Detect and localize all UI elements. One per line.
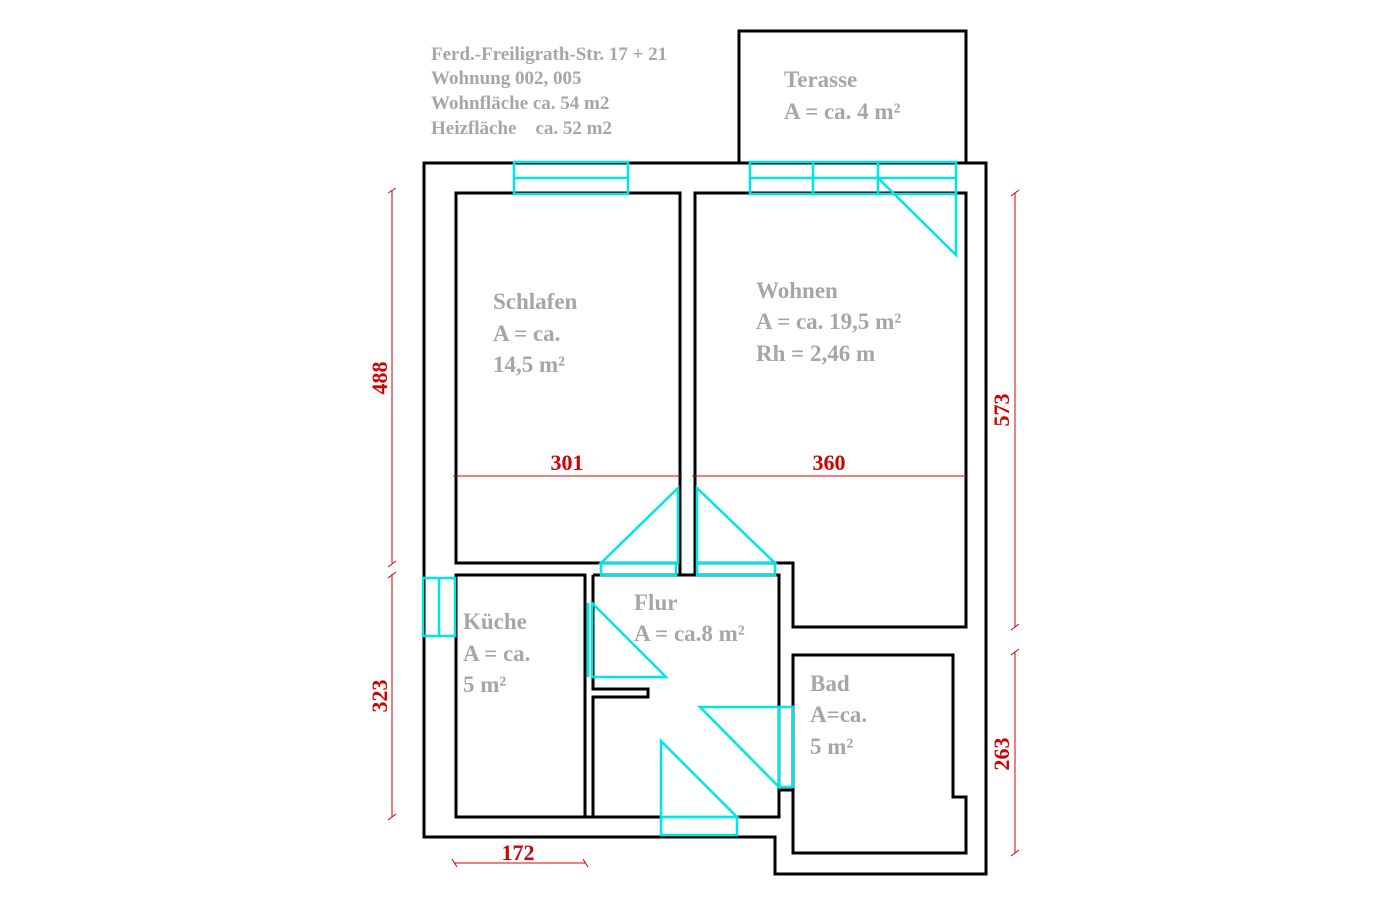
dim-tick-right-lower-top: [1010, 648, 1020, 656]
kueche-door: [590, 599, 670, 679]
terasse-outline: [737, 29, 968, 163]
flur-name: Flur: [634, 590, 677, 615]
walls: [422, 29, 988, 876]
dim-tick-left-upper-top: [387, 187, 397, 194]
terasse-area: A = ca. 4 m²: [784, 99, 901, 124]
info-apartment-number: Wohnung 002, 005: [431, 68, 581, 89]
kueche-area-line1: A = ca.: [463, 641, 530, 666]
dim-tick-kueche-right: [582, 858, 589, 868]
room-labels: Terasse A = ca. 4 m² Schlafen A = ca. 14…: [463, 67, 901, 759]
dim-right-upper-height: 573: [989, 394, 1014, 427]
dimension-labels: 301 360 172 488 323 573 263: [367, 362, 1014, 866]
dim-wohnen-width: 360: [813, 450, 846, 475]
dim-tick-left-lower-top: [387, 571, 397, 579]
bad-door-frame: [777, 705, 795, 789]
info-living-area: Wohnfläche ca. 54 m2: [431, 93, 609, 114]
dim-schlafen-width: 301: [551, 450, 584, 475]
schlafen-area-line2: 14,5 m²: [493, 352, 565, 377]
wohnen-room-height: Rh = 2,46 m: [756, 341, 875, 366]
dim-tick-left-lower-bottom: [387, 813, 397, 821]
dim-tick-left-upper-bottom: [387, 560, 397, 568]
schlafen-door: [597, 485, 680, 565]
dim-tick-right-upper-bottom: [1010, 623, 1020, 631]
schlafen-room: [454, 191, 682, 565]
dim-tick-kueche-left: [451, 858, 458, 868]
bad-area-line2: 5 m²: [810, 734, 853, 759]
bad-area-line1: A=ca.: [810, 702, 867, 727]
entrance-door-frame: [659, 815, 739, 837]
wohnen-door: [695, 485, 779, 565]
dim-tick-right-upper-top: [1010, 189, 1020, 197]
kueche-area-line2: 5 m²: [463, 672, 506, 697]
flur-bottom-wall: [585, 788, 793, 819]
wohnen-name: Wohnen: [756, 278, 838, 303]
entrance-door: [659, 737, 741, 819]
dimension-lines: [387, 187, 1020, 868]
terasse-name: Terasse: [784, 67, 857, 92]
bad-name: Bad: [810, 671, 850, 696]
dim-left-lower-height: 323: [367, 680, 392, 713]
flur-area: A = ca.8 m²: [634, 621, 745, 646]
dim-left-upper-height: 488: [367, 362, 392, 395]
openings: [421, 160, 958, 837]
outer-wall-inner-left: [454, 193, 592, 819]
flur-room: [591, 573, 781, 819]
dim-tick-right-lower-bottom: [1010, 849, 1020, 857]
apartment-info: Ferd.-Freiligrath-Str. 17 + 21 Wohnung 0…: [431, 44, 667, 139]
info-address: Ferd.-Freiligrath-Str. 17 + 21: [431, 44, 667, 65]
outer-wall-outer: [422, 161, 988, 876]
dim-kueche-width: 172: [502, 840, 535, 865]
bad-room: [791, 653, 968, 855]
bad-door: [697, 705, 781, 791]
schlafen-name: Schlafen: [493, 289, 578, 314]
terrace-door-swing: [877, 177, 958, 258]
wohnen-door-frame: [695, 561, 777, 577]
dim-right-lower-height: 263: [989, 738, 1014, 771]
partition-schlafen-wohnen: [678, 563, 697, 577]
schlafen-door-frame: [599, 561, 678, 577]
info-heated-area: Heizfläche ca. 52 m2: [431, 118, 612, 139]
kueche-name: Küche: [463, 609, 527, 634]
schlafen-area-line1: A = ca.: [493, 321, 560, 346]
wohnen-area: A = ca. 19,5 m²: [756, 309, 901, 334]
